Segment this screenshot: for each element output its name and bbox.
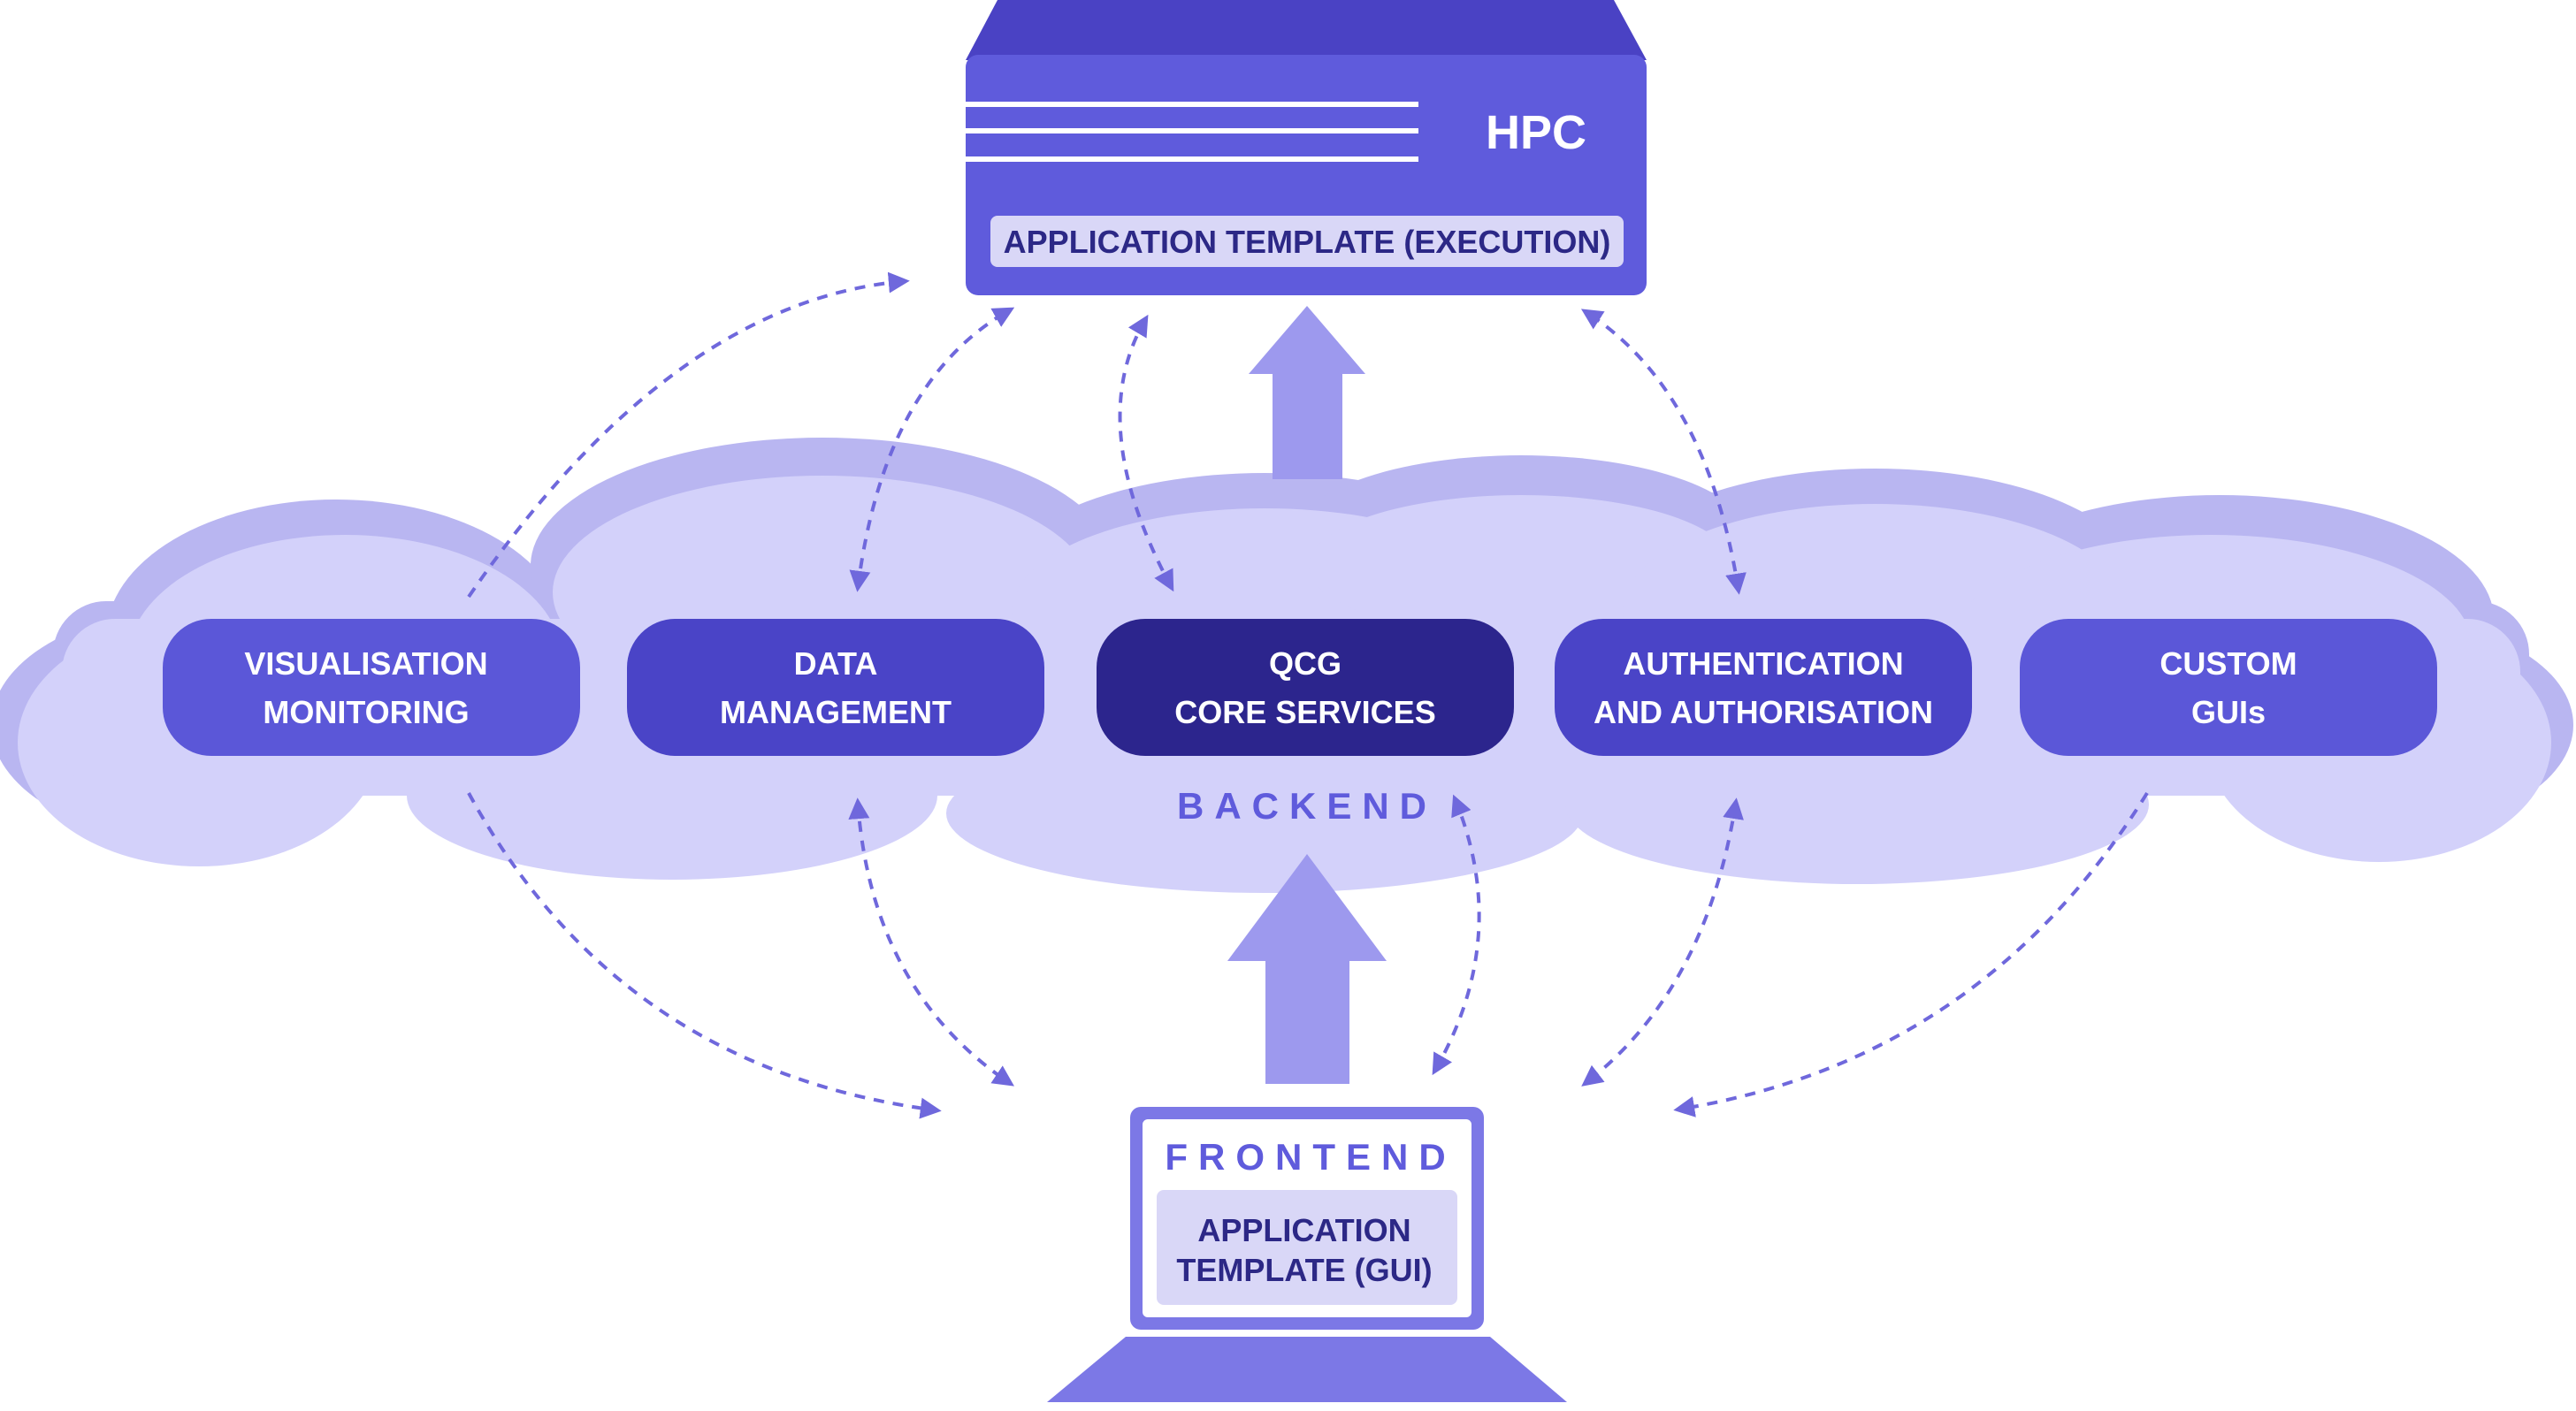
frontend-label: FRONTEND [1165, 1136, 1456, 1178]
frontend-template-box [1157, 1190, 1457, 1305]
service-custom-guis: CUSTOM GUIs [2020, 619, 2437, 756]
server-vent-lines [966, 102, 1418, 162]
connector-visualisation-hpc [467, 271, 910, 599]
connector-qcg-frontend [1432, 794, 1481, 1076]
service-label-line2: MANAGEMENT [720, 694, 952, 730]
server-icon [966, 0, 1647, 60]
hpc-title: HPC [1486, 106, 1586, 159]
connector-data-hpc [849, 307, 1015, 592]
connector-auth-frontend [1581, 797, 1744, 1087]
service-label-line1: DATA [794, 645, 878, 682]
service-label-line2: GUIs [2191, 694, 2266, 730]
up-arrow-icon [1249, 306, 1365, 479]
frontend-template-line1: APPLICATION [1197, 1212, 1410, 1248]
service-visualisation: VISUALISATION MONITORING [163, 619, 580, 756]
service-label-line2: MONITORING [263, 694, 469, 730]
laptop-icon: FRONTEND APPLICATION TEMPLATE (GUI) [1047, 1107, 1567, 1402]
service-pill [2020, 619, 2437, 756]
connector-qcg-hpc [1118, 314, 1174, 592]
up-arrow-icon [1227, 854, 1387, 1084]
dashed-connectors [467, 271, 2149, 1119]
service-label-line2: CORE SERVICES [1174, 694, 1435, 730]
service-label-line2: AND AUTHORISATION [1594, 694, 1933, 730]
service-label-line1: CUSTOM [2159, 645, 2297, 682]
hpc-server: HPC APPLICATION TEMPLATE (EXECUTION) [966, 0, 1647, 295]
connector-data-frontend [848, 797, 1014, 1087]
service-label-line1: AUTHENTICATION [1623, 645, 1903, 682]
service-pill [163, 619, 580, 756]
service-label-line1: QCG [1269, 645, 1342, 682]
service-pill [627, 619, 1044, 756]
laptop-base [1047, 1337, 1567, 1402]
frontend-template-line2: TEMPLATE (GUI) [1176, 1252, 1432, 1288]
service-qcg-core: QCG CORE SERVICES [1097, 619, 1514, 756]
service-label-line1: VISUALISATION [244, 645, 487, 682]
service-pill [1555, 619, 1972, 756]
service-pill [1097, 619, 1514, 756]
connector-auth-hpc [1580, 309, 1747, 595]
connector-visualisation-frontend [467, 792, 942, 1119]
service-data-management: DATA MANAGEMENT [627, 619, 1044, 756]
hpc-template-label: APPLICATION TEMPLATE (EXECUTION) [1004, 224, 1611, 260]
backend-label: BACKEND [1177, 785, 1437, 827]
hpc-template-box [990, 216, 1624, 267]
connector-custom-frontend [1673, 791, 2149, 1117]
service-authentication: AUTHENTICATION AND AUTHORISATION [1555, 619, 1972, 756]
